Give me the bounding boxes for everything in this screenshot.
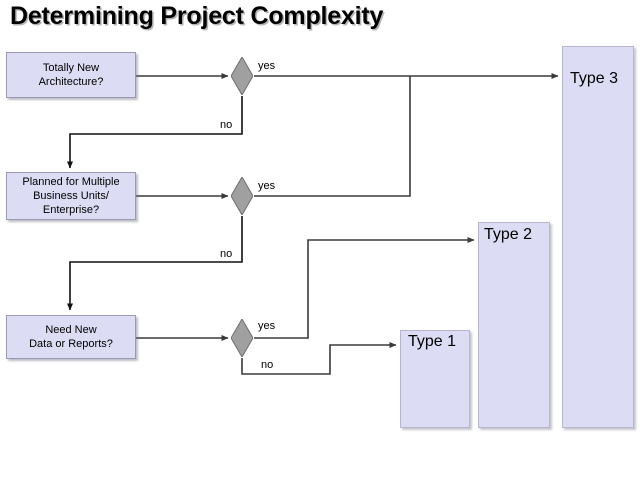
decision-box-2-text: Planned for Multiple Business Units/ Ent… [22,175,119,217]
edge-label-d3-yes: yes [258,320,276,332]
decision-box-3[interactable]: Need New Data or Reports? [6,315,136,359]
decision-box-1[interactable]: Totally New Architecture? [6,52,136,98]
wire-d2-no-to-box3 [67,216,243,311]
outcome-bar-type-1[interactable] [400,330,470,428]
decision-diamond-3[interactable] [231,319,253,357]
wire-d1-no-to-box2 [67,96,243,169]
decision-3-line-2: Data or Reports? [29,338,113,350]
decision-box-3-text: Need New Data or Reports? [29,323,113,351]
decision-1-line-1: Totally New [42,62,100,74]
edge-label-d3-no: no [261,359,274,371]
edge-label-d1-no: no [220,119,233,131]
outcome-label-type-2: Type 2 [484,226,533,243]
outcome-label-type-1: Type 1 [408,333,457,350]
outcome-bar-type-3[interactable] [562,46,634,428]
decision-box-1-text: Totally New Architecture? [39,61,104,89]
outcome-bar-type-2[interactable] [478,222,550,428]
decision-2-line-2: Business Units/ [33,190,109,202]
decision-3-line-1: Need New [45,324,97,336]
outcome-label-type-3: Type 3 [570,70,619,87]
decision-1-line-2: Architecture? [38,76,104,88]
decision-2-line-1: Planned for Multiple [22,176,120,188]
decision-diamond-1[interactable] [231,57,253,95]
decision-diamond-2[interactable] [231,177,253,215]
wire-d2-yes-to-merge [254,76,411,197]
edge-label-d1-yes: yes [258,60,276,72]
edge-label-d2-no: no [220,248,233,260]
decision-2-line-3: Enterprise? [42,204,100,216]
edge-label-d2-yes: yes [258,180,276,192]
decision-box-2[interactable]: Planned for Multiple Business Units/ Ent… [6,172,136,220]
wire-d3-yes-to-type2 [254,237,475,339]
page-title: Determining Project Complexity [10,2,384,30]
